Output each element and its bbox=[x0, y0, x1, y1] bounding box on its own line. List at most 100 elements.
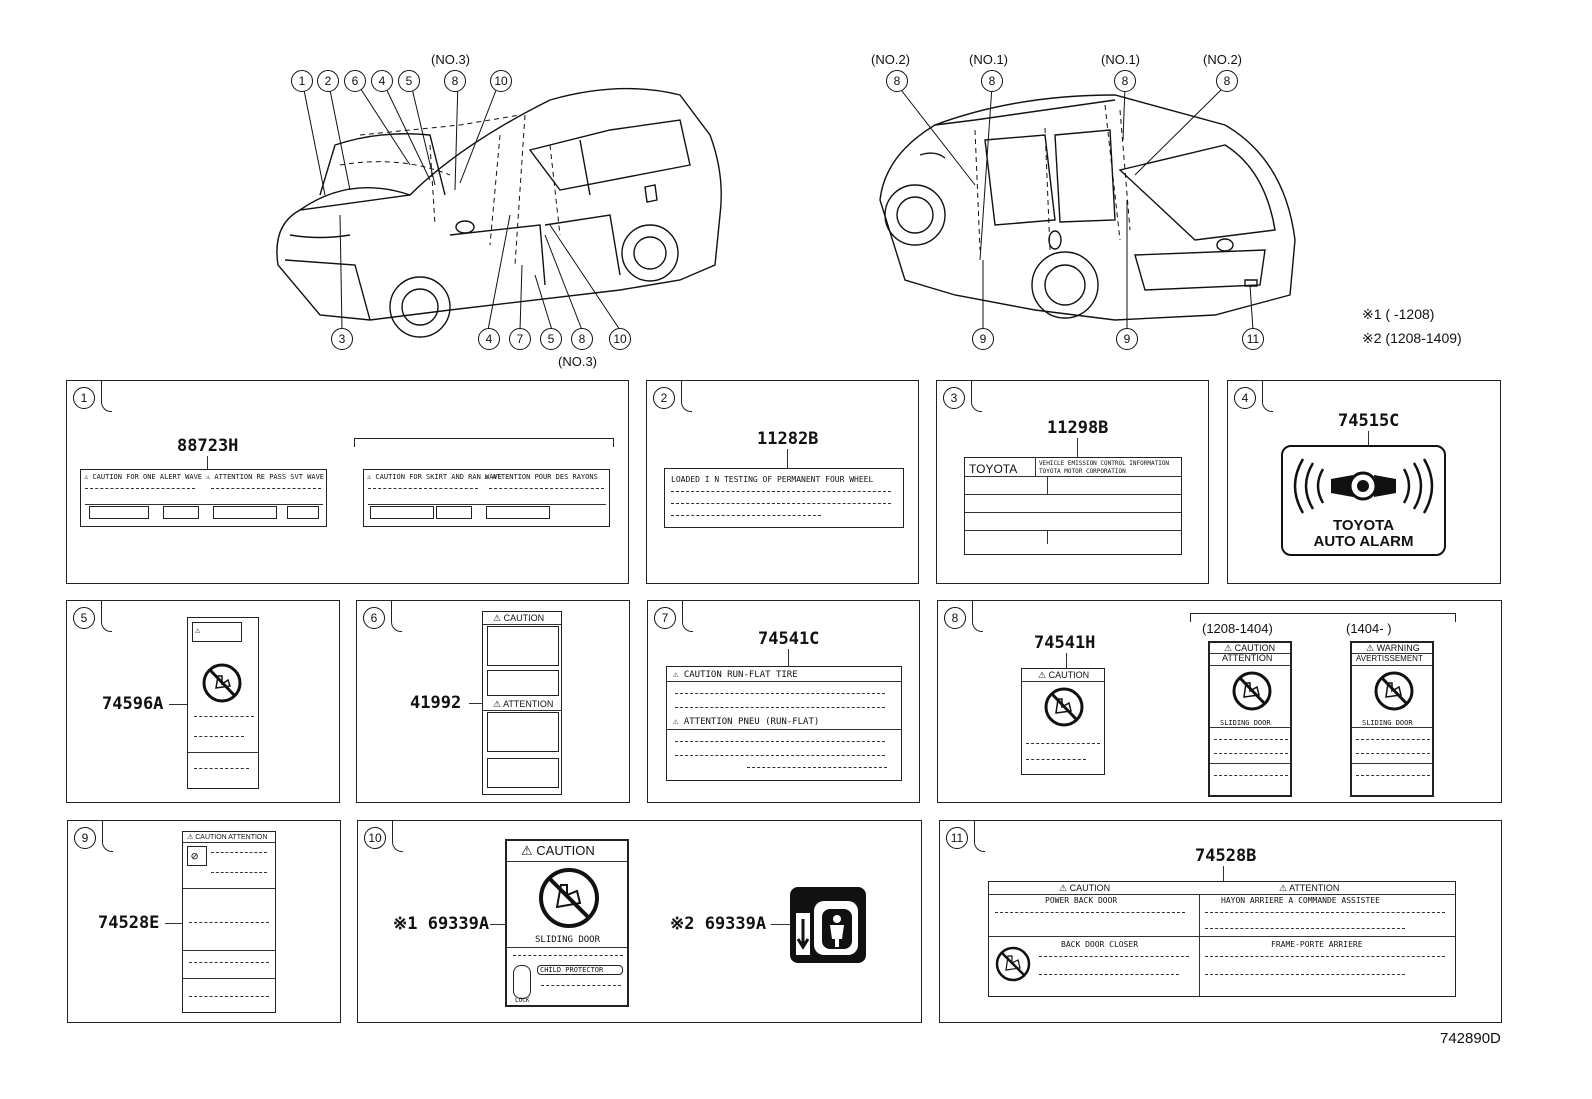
rear-callout-1-no-label: (NO.2) bbox=[871, 52, 910, 67]
label-74541c: ⚠ CAUTION RUN-FLAT TIRE ⚠ ATTENTION PNEU… bbox=[666, 666, 902, 781]
variant-bracket bbox=[1190, 613, 1456, 622]
no-hand-icon bbox=[1044, 687, 1084, 727]
label-41992: ⚠ CAUTION ⚠ ATTENTION bbox=[482, 611, 562, 795]
part-number: 88723H bbox=[177, 436, 239, 456]
front-vehicle-drawing bbox=[276, 79, 722, 338]
rear-callout-9a[interactable]: 9 bbox=[972, 328, 994, 350]
note-1: ※1 ( -1208) bbox=[1362, 306, 1435, 322]
panel-2: 2 11282B LOADED I N TESTING OF PERMANENT… bbox=[646, 380, 919, 584]
panel-number: 9 bbox=[74, 827, 96, 849]
label-74541h-v2: ⚠ WARNING AVERTISSEMENT SLIDING DOOR bbox=[1350, 641, 1434, 797]
callout-5-bottom[interactable]: 5 bbox=[540, 328, 562, 350]
label-74541h: ⚠ CAUTION bbox=[1021, 668, 1105, 775]
panel-7: 7 74541C ⚠ CAUTION RUN-FLAT TIRE ⚠ ATTEN… bbox=[647, 600, 920, 803]
panel-8: 8 74541H ⚠ CAUTION (1208-1404) (1404- ) … bbox=[937, 600, 1502, 803]
panel-tab bbox=[102, 821, 113, 852]
label-88723h-a: ⚠ CAUTION FOR ONE ALERT WAVE ⚠ ATTENTION… bbox=[80, 469, 327, 527]
panel-6: 6 41992 ⚠ CAUTION ⚠ ATTENTION bbox=[356, 600, 630, 803]
callout-3[interactable]: 3 bbox=[331, 328, 353, 350]
label-74528b: ⚠ CAUTION ⚠ ATTENTION POWER BACK DOOR HA… bbox=[988, 881, 1456, 997]
part-number: 11282B bbox=[757, 429, 819, 449]
rear-callout-2[interactable]: 8 bbox=[981, 70, 1003, 92]
rear-callout-4-no-label: (NO.2) bbox=[1203, 52, 1242, 67]
no-hand-icon bbox=[995, 946, 1031, 982]
no-hand-icon bbox=[539, 868, 599, 928]
rear-callout-11[interactable]: 11 bbox=[1242, 328, 1264, 350]
variant-2-range: (1404- ) bbox=[1346, 621, 1392, 636]
callout-4[interactable]: 4 bbox=[371, 70, 393, 92]
callout-1[interactable]: 1 bbox=[291, 70, 313, 92]
rear-callout-4[interactable]: 8 bbox=[1216, 70, 1238, 92]
callout-7[interactable]: 7 bbox=[509, 328, 531, 350]
part-number: 74541C bbox=[758, 629, 820, 649]
panel-9: 9 74528E ⚠ CAUTION ATTENTION ⊘ bbox=[67, 820, 341, 1023]
panel-tab bbox=[972, 601, 983, 632]
panel-tab bbox=[392, 821, 403, 852]
callout-8-bottom[interactable]: 8 bbox=[571, 328, 593, 350]
callout-10-bottom[interactable]: 10 bbox=[609, 328, 631, 350]
part-number: 11298B bbox=[1047, 418, 1109, 438]
part-number-1: ※1 69339A bbox=[393, 914, 490, 934]
label-69339a-1: ⚠ CAUTION SLIDING DOOR LOCK CHILD PROTEC… bbox=[505, 839, 629, 1007]
panel-10: 10 ※1 69339A ⚠ CAUTION SLIDING DOOR LOCK… bbox=[357, 820, 922, 1023]
panel-1: 1 88723H ⚠ CAUTION FOR ONE ALERT WAVE ⚠ … bbox=[66, 380, 629, 584]
alarm-icon bbox=[1293, 458, 1434, 514]
panel-tab bbox=[974, 821, 985, 852]
panel-number: 4 bbox=[1234, 387, 1256, 409]
callout-10[interactable]: 10 bbox=[490, 70, 512, 92]
label-88723h-b: ⚠ CAUTION FOR SKIRT AND RAN WAVE ⚠ ATTEN… bbox=[363, 469, 610, 527]
panel-4: 4 74515C TOYOTA AUTO ALARM bbox=[1227, 380, 1501, 584]
panel-number: 10 bbox=[364, 827, 386, 849]
leader-line bbox=[165, 923, 183, 924]
label-74528e: ⚠ CAUTION ATTENTION ⊘ bbox=[182, 831, 276, 1013]
panel-11: 11 74528B ⚠ CAUTION ⚠ ATTENTION POWER BA… bbox=[939, 820, 1502, 1023]
panel-number: 2 bbox=[653, 387, 675, 409]
rear-callout-3[interactable]: 8 bbox=[1114, 70, 1136, 92]
callout-4-bottom[interactable]: 4 bbox=[478, 328, 500, 350]
panel-number: 11 bbox=[946, 827, 968, 849]
label-74515c: TOYOTA AUTO ALARM bbox=[1281, 445, 1446, 556]
callout-8-no-label: (NO.3) bbox=[431, 52, 470, 67]
leader-line bbox=[1368, 431, 1369, 447]
note-2: ※2 (1208-1409) bbox=[1362, 330, 1462, 346]
part-number: 74541H bbox=[1034, 633, 1096, 653]
panel-number: 3 bbox=[943, 387, 965, 409]
callout-5[interactable]: 5 bbox=[398, 70, 420, 92]
panel-tab bbox=[682, 601, 693, 632]
variant-1-range: (1208-1404) bbox=[1202, 621, 1273, 636]
figure-code: 742890D bbox=[1440, 1030, 1501, 1047]
rear-callout-3-no-label: (NO.1) bbox=[1101, 52, 1140, 67]
part-number: 74596A bbox=[102, 694, 164, 714]
leader-line bbox=[1223, 866, 1224, 882]
leader-line bbox=[1066, 653, 1067, 669]
child-lock-icon bbox=[796, 901, 858, 955]
leader-line bbox=[469, 703, 483, 704]
label-11282b: LOADED I N TESTING OF PERMANENT FOUR WHE… bbox=[664, 468, 904, 528]
leader-line bbox=[490, 924, 506, 925]
label-74541h-v1: ⚠ CAUTION ATTENTION SLIDING DOOR bbox=[1208, 641, 1292, 797]
callout-8[interactable]: 8 bbox=[444, 70, 466, 92]
leader-line bbox=[1077, 438, 1078, 458]
part-number: 41992 bbox=[410, 693, 462, 713]
rear-callout-1[interactable]: 8 bbox=[886, 70, 908, 92]
leader-line bbox=[207, 456, 208, 471]
rear-callout-9b[interactable]: 9 bbox=[1116, 328, 1138, 350]
part-number: 74515C bbox=[1338, 411, 1400, 431]
part-number: 74528E bbox=[98, 913, 160, 933]
callout-6[interactable]: 6 bbox=[344, 70, 366, 92]
panel-tab bbox=[681, 381, 692, 412]
panel-number: 5 bbox=[73, 607, 95, 629]
rear-callout-2-no-label: (NO.1) bbox=[969, 52, 1008, 67]
label-11298b: TOYOTA VEHICLE EMISSION CONTROL INFORMAT… bbox=[964, 457, 1182, 555]
no-hand-icon bbox=[202, 663, 242, 703]
callout-2[interactable]: 2 bbox=[317, 70, 339, 92]
label-69339a-2 bbox=[790, 887, 866, 963]
callout-8-bottom-no-label: (NO.3) bbox=[558, 354, 597, 369]
no-hand-icon bbox=[1232, 671, 1272, 711]
no-hand-icon bbox=[1374, 671, 1414, 711]
panel-tab bbox=[101, 381, 112, 412]
leader-line bbox=[787, 449, 788, 469]
part-number: 74528B bbox=[1195, 846, 1257, 866]
panel-tab bbox=[971, 381, 982, 412]
